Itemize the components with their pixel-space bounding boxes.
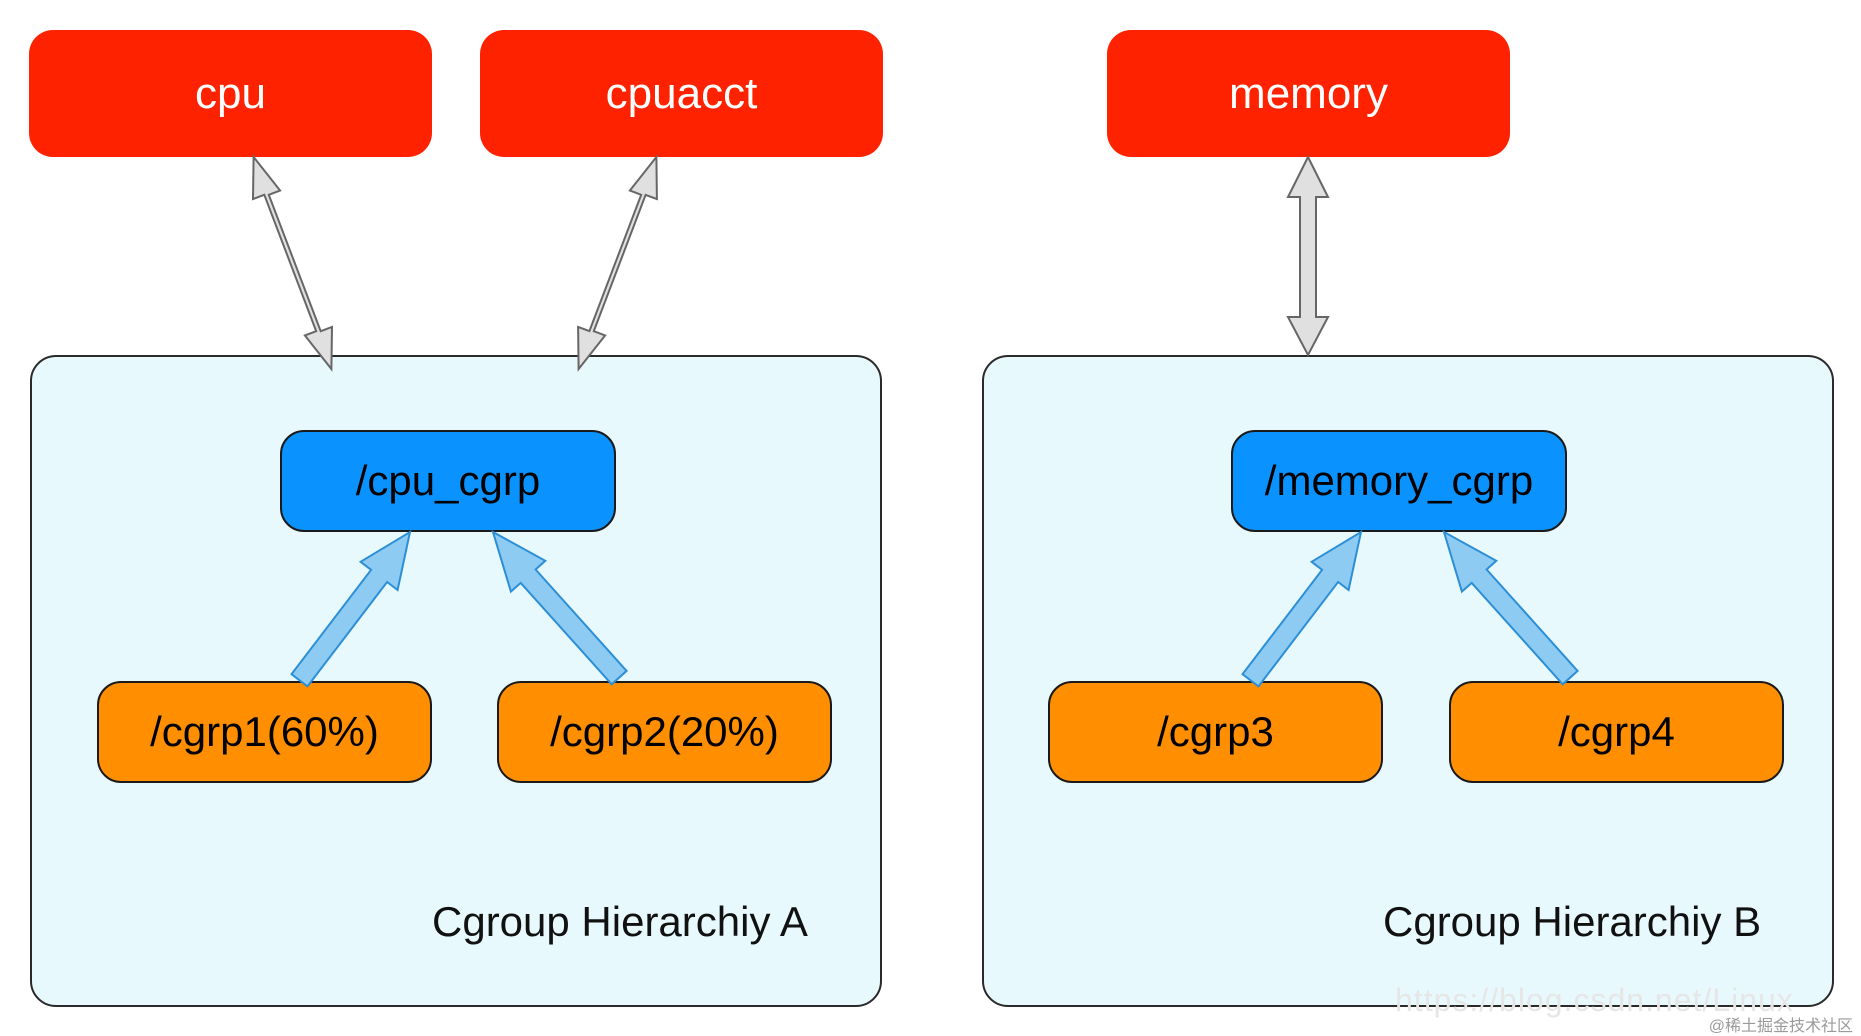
- cgroup-cgrp3: /cgrp3: [1048, 681, 1383, 783]
- child-arrow-cgrp2: [491, 529, 629, 686]
- watermark-community: @稀土掘金技术社区: [1708, 1018, 1853, 1035]
- subsystem-cpu-label: cpu: [195, 68, 266, 118]
- attach-arrow-cpu: [251, 154, 334, 372]
- watermark-url: https://blog.csdn.net/Linux: [1395, 982, 1794, 1018]
- attach-arrow-memory: [1286, 154, 1330, 358]
- subsystem-memory: memory: [1107, 30, 1510, 157]
- child-arrow-cgrp4: [1442, 529, 1580, 686]
- cgroup-cpu-cgrp: /cpu_cgrp: [280, 430, 616, 532]
- cgroup-cpu-cgrp-label: /cpu_cgrp: [355, 457, 541, 504]
- cgroup-cgrp3-label: /cgrp3: [1157, 708, 1274, 755]
- subsystem-cpuacct-label: cpuacct: [605, 68, 758, 118]
- cgroup-cgrp2: /cgrp2(20%): [497, 681, 832, 783]
- attach-arrow-cpuacct: [577, 154, 658, 372]
- cgroup-memory-cgrp-label: /memory_cgrp: [1264, 457, 1534, 504]
- hierarchy-b-label: Cgroup Hierarchiy B: [1383, 898, 1762, 945]
- subsystem-memory-label: memory: [1229, 68, 1388, 118]
- subsystem-cpu: cpu: [29, 30, 432, 157]
- cgroup-cgrp1-label: /cgrp1(60%): [150, 708, 379, 755]
- subsystem-cpuacct: cpuacct: [480, 30, 883, 157]
- hierarchy-a-label: Cgroup Hierarchiy A: [432, 898, 808, 945]
- cgroup-cgrp1: /cgrp1(60%): [97, 681, 432, 783]
- child-arrow-cgrp1: [290, 529, 412, 688]
- cgroup-cgrp2-label: /cgrp2(20%): [550, 708, 779, 755]
- cgroup-cgrp4-label: /cgrp4: [1558, 708, 1675, 755]
- cgroup-memory-cgrp: /memory_cgrp: [1231, 430, 1567, 532]
- cgroup-cgrp4: /cgrp4: [1449, 681, 1784, 783]
- child-arrow-cgrp3: [1241, 529, 1363, 688]
